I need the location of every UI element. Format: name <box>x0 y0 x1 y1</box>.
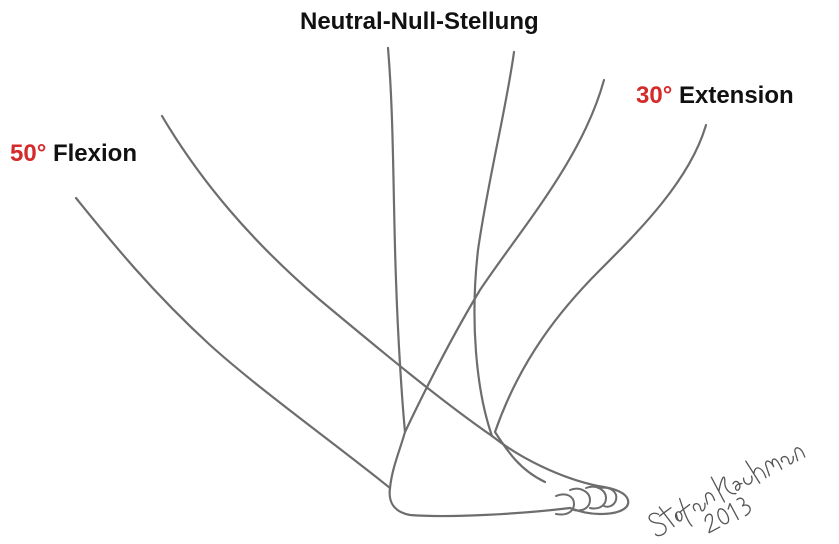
neutral-leg-back-contour <box>388 48 570 516</box>
flexion-label: 50° Flexion <box>10 140 137 168</box>
extension-leg-front-contour <box>495 125 706 482</box>
extension-label: 30° Extension <box>636 82 794 110</box>
extension-leg-back-contour <box>405 80 604 432</box>
extension-angle-value: 30° <box>636 82 672 109</box>
artist-signature <box>644 434 816 539</box>
foot-top-contour <box>492 436 628 514</box>
neutral-position-label: Neutral-Null-Stellung <box>300 8 539 36</box>
flexion-leg-front-contour <box>162 116 492 436</box>
flexion-angle-value: 50° <box>10 140 46 167</box>
toe-1 <box>556 494 574 514</box>
extension-label-text: Extension <box>679 82 794 109</box>
neutral-leg-front-contour <box>474 52 514 436</box>
flexion-label-text: Flexion <box>53 140 137 167</box>
flexion-leg-back-contour <box>76 198 390 488</box>
